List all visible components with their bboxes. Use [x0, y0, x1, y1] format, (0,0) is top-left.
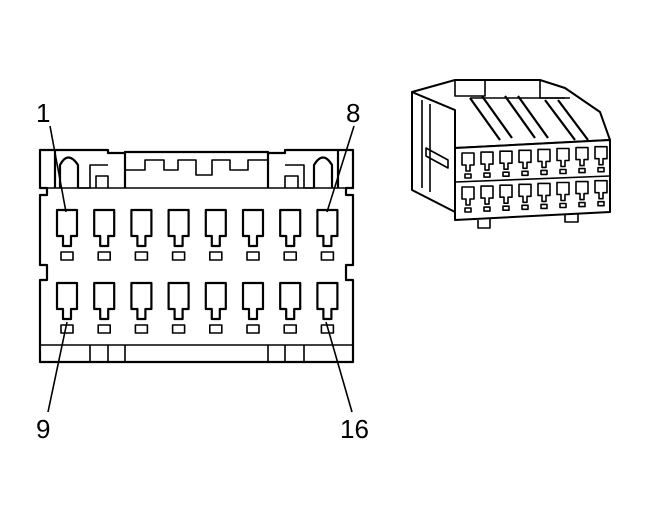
iso-lock-window	[521, 170, 529, 177]
terminal-lock-window-10	[97, 324, 111, 334]
iso-cavity	[537, 148, 551, 169]
terminal-lock-window-2	[97, 251, 111, 261]
terminal-lock-window-3	[134, 251, 149, 261]
iso-lock-window	[502, 171, 510, 177]
iso-cavity	[499, 184, 513, 204]
iso-cavity	[518, 149, 532, 170]
pin-label-9: 9	[36, 414, 50, 444]
terminal-lock-window-12	[171, 324, 186, 334]
iso-cavity	[480, 151, 494, 171]
terminal-lock-window-13	[209, 324, 223, 334]
iso-cavity	[594, 179, 608, 200]
terminal-lock-window-6	[246, 251, 260, 261]
terminal-cavity-15	[279, 281, 302, 321]
iso-cavity	[594, 145, 608, 166]
iso-top-face	[411, 79, 611, 149]
terminal-cavity-16	[316, 281, 339, 321]
terminal-cavity-1	[55, 208, 79, 248]
terminal-lock-window-7	[283, 251, 298, 261]
leader-lines	[47, 125, 355, 413]
iso-cavity	[575, 146, 589, 167]
pin-label-1: 1	[36, 98, 50, 128]
terminal-cavity-14	[241, 281, 265, 321]
terminal-cavity-8	[316, 208, 339, 248]
iso-cavity	[575, 180, 589, 201]
leader-pin-8	[326, 125, 355, 213]
terminal-cavity-4	[167, 208, 190, 248]
terminal-lock-window-15	[283, 324, 298, 334]
terminal-cavity-11	[130, 281, 153, 321]
terminal-cavity-13	[204, 281, 227, 321]
pin-label-16: 16	[340, 414, 369, 444]
iso-cavity	[537, 182, 551, 203]
pin-label-8: 8	[346, 98, 360, 128]
iso-lock-window	[597, 166, 605, 173]
iso-front-face	[454, 139, 611, 221]
terminal-lock-window-9	[60, 324, 74, 334]
iso-cavity	[461, 152, 475, 172]
iso-lock-window	[464, 173, 472, 179]
iso-cavity	[499, 150, 513, 170]
terminal-lock-window-1	[60, 251, 74, 261]
iso-lock-window	[483, 206, 491, 212]
left-latch	[53, 150, 109, 189]
terminal-lock-window-5	[209, 251, 223, 261]
terminal-cavity-2	[93, 208, 116, 248]
leader-pin-9	[47, 321, 68, 413]
terminal-lock-window-8	[320, 251, 335, 261]
iso-lock-window	[521, 204, 529, 211]
iso-terminal-cavities	[461, 145, 608, 213]
terminal-cavity-3	[130, 208, 153, 248]
leader-pin-1	[49, 125, 67, 213]
iso-lock-window	[597, 200, 605, 207]
iso-cavity	[556, 147, 570, 168]
iso-lock-window	[559, 168, 567, 175]
iso-cavity	[556, 181, 570, 202]
terminal-lock-window-4	[171, 251, 186, 261]
terminal-cavity-6	[241, 208, 265, 248]
terminal-lock-window-14	[246, 324, 260, 334]
right-latch	[284, 150, 340, 189]
terminal-lock-window-11	[134, 324, 149, 334]
connector-isometric-view	[411, 79, 611, 229]
iso-lock-window	[464, 207, 472, 213]
terminal-cavity-5	[204, 208, 227, 248]
terminal-cavity-9	[55, 281, 79, 321]
iso-cavity	[480, 185, 494, 205]
connector-housing-outline	[38, 148, 355, 364]
connector-face-view: 1 8 9 16	[36, 98, 369, 444]
terminal-cavity-10	[93, 281, 116, 321]
bottom-rail	[40, 344, 353, 362]
iso-cavity	[518, 183, 532, 204]
top-keyway	[123, 153, 270, 189]
terminal-cavity-7	[279, 208, 302, 248]
leader-pin-16	[325, 321, 353, 413]
iso-lock-window	[559, 202, 567, 209]
iso-lock-window	[483, 172, 491, 178]
iso-lock-window	[578, 167, 586, 174]
iso-lock-window	[578, 201, 586, 208]
iso-lock-window	[540, 203, 548, 210]
terminal-cavities	[55, 208, 339, 334]
iso-lock-window	[502, 205, 510, 211]
terminal-cavity-12	[167, 281, 190, 321]
iso-lock-window	[540, 169, 548, 176]
iso-cavity	[461, 186, 475, 206]
